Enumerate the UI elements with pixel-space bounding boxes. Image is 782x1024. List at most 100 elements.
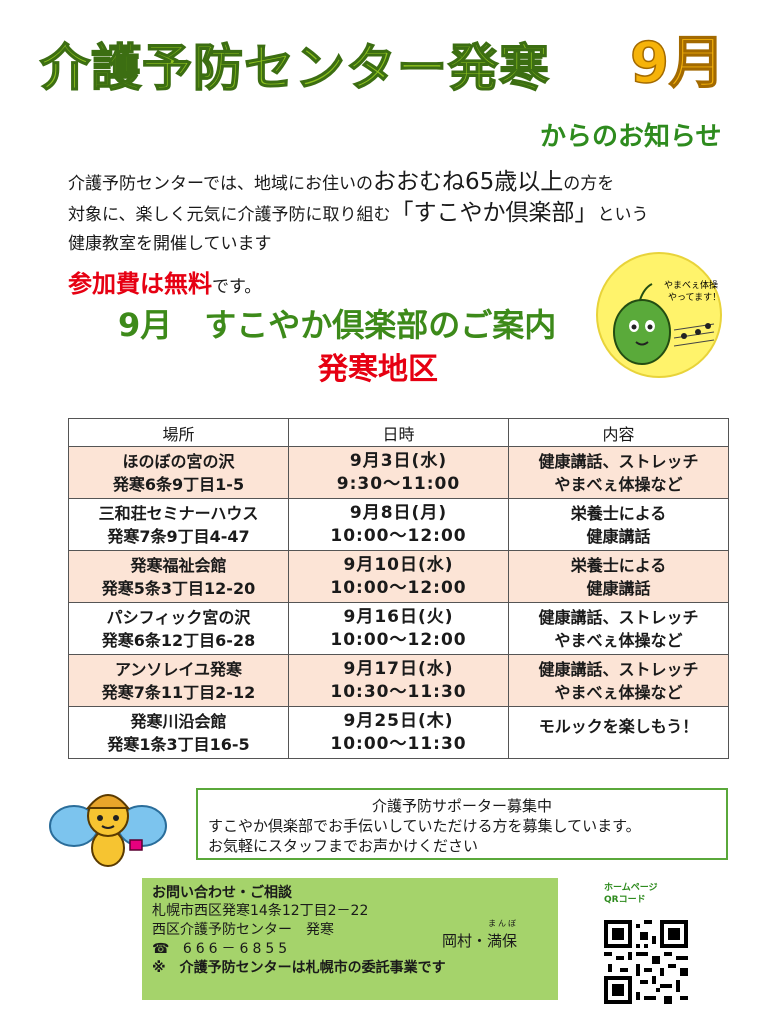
header-datetime: 日時 — [288, 418, 509, 447]
names-ruby: まんぼ — [488, 919, 518, 928]
place-name: 発寒川沿会館 — [130, 711, 227, 731]
qr-label-2: QRコード — [604, 895, 646, 905]
content-line: 栄養士による — [570, 555, 667, 575]
table-row: アンソレイユ発寒発寒7条11丁目2-12 9月17日(水)10:30～11:30… — [68, 654, 729, 707]
place-name: 発寒福祉会館 — [130, 555, 227, 575]
intro-text: という — [597, 205, 649, 225]
table-row: パシフィック宮の沢発寒6条12丁目6-28 9月16日(火)10:00～12:0… — [68, 602, 729, 655]
content-cell: 健康講話、ストレッチやまべぇ体操など — [508, 654, 729, 707]
time-text: 10:00～12:00 — [330, 577, 467, 598]
subtitle: からのお知らせ — [540, 122, 722, 152]
phone-icon: ☎ — [152, 941, 170, 957]
place-cell: ほのぼの宮の沢発寒6条9丁目1-5 — [68, 446, 289, 499]
page-title: 介護予防センター発寒 9月 — [30, 30, 760, 110]
intro-text: の方を — [563, 174, 615, 194]
header-place: 場所 — [68, 418, 289, 447]
contact-address: 札幌市西区発寒14条12丁目2－22 — [152, 903, 369, 919]
place-address: 発寒5条3丁目12-20 — [101, 578, 256, 598]
table-row: 三和荘セミナーハウス発寒7条9丁目4-47 9月8日(月)10:00～12:00… — [68, 498, 729, 551]
datetime-cell: 9月8日(月)10:00～12:00 — [288, 498, 509, 551]
table-header-row: 場所 日時 内容 — [68, 418, 729, 447]
content-line: 健康講話、ストレッチ — [538, 607, 699, 627]
place-address: 発寒6条9丁目1-5 — [112, 474, 245, 494]
date-text: 9月10日(水) — [343, 554, 454, 575]
contact-org: 西区介護予防センター 発寒 — [152, 922, 334, 938]
time-text: 10:00～12:00 — [330, 629, 467, 650]
content-cell: 健康講話、ストレッチやまべぇ体操など — [508, 446, 729, 499]
content-line: 健康講話 — [586, 578, 651, 598]
place-address: 発寒6条12丁目6-28 — [101, 630, 256, 650]
content-line: やまべぇ体操など — [554, 630, 683, 650]
intro-line-3: 健康教室を開催しています — [68, 234, 272, 254]
content-cell: 栄養士による健康講話 — [508, 550, 729, 603]
contact-box: お問い合わせ・ご相談 札幌市西区発寒14条12丁目2－22 西区介護予防センター… — [142, 878, 558, 1000]
time-text: 9:30～11:00 — [336, 473, 461, 494]
place-address: 発寒7条11丁目2-12 — [101, 682, 256, 702]
date-text: 9月17日(水) — [343, 658, 454, 679]
notice-line-2: お気軽にスタッフまでお声かけください — [208, 837, 479, 855]
datetime-cell: 9月3日(水)9:30～11:00 — [288, 446, 509, 499]
mascot-badge-illustration: やまべぇ体操 やってます！ — [596, 252, 722, 378]
content-cell: モルックを楽しもう！ — [508, 706, 729, 759]
table-row: ほのぼの宮の沢発寒6条9丁目1-5 9月3日(水)9:30～11:00 健康講話… — [68, 446, 729, 499]
content-line: やまべぇ体操など — [554, 474, 683, 494]
date-text: 9月16日(火) — [343, 606, 454, 627]
intro-line-1: 介護予防センターでは、地域にお住いのおおむね65歳以上の方を — [68, 168, 718, 199]
notice-line-1: すこやか倶楽部でお手伝いしていただける方を募集しています。 — [208, 817, 641, 835]
time-text: 10:00～11:30 — [330, 733, 467, 754]
content-line: 健康講話、ストレッチ — [538, 659, 699, 679]
contact-heading: お問い合わせ・ご相談 — [152, 885, 292, 901]
place-address: 発寒7条9丁目4-47 — [107, 526, 250, 546]
title-text: 介護予防センター発寒 — [39, 38, 550, 98]
qr-label: ホームページ QRコード — [604, 882, 658, 906]
intro-text: 対象に、楽しく元気に介護予防に取り組む — [68, 205, 391, 225]
badge-text-1: やまべぇ体操 — [664, 279, 718, 291]
content-cell: 健康講話、ストレッチやまべぇ体操など — [508, 602, 729, 655]
time-text: 10:30～11:30 — [330, 681, 467, 702]
place-cell: 発寒川沿会館発寒1条3丁目16-5 — [68, 706, 289, 759]
area-heading: 発寒地区 — [318, 352, 438, 387]
datetime-cell: 9月16日(火)10:00～12:00 — [288, 602, 509, 655]
date-text: 9月25日(木) — [343, 710, 454, 731]
place-name: ほのぼの宮の沢 — [122, 451, 235, 471]
place-cell: 三和荘セミナーハウス発寒7条9丁目4-47 — [68, 498, 289, 551]
content-cell: 栄養士による健康講話 — [508, 498, 729, 551]
place-address: 発寒1条3丁目16-5 — [107, 734, 250, 754]
fee-free-emphasis: 参加費は無料 — [68, 270, 212, 298]
intro-text: 介護予防センターでは、地域にお住いの — [68, 174, 373, 194]
time-text: 10:00～12:00 — [330, 525, 467, 546]
fee-text: です。 — [212, 277, 262, 297]
intro-line-2: 対象に、楽しく元気に介護予防に取り組む「すこやか倶楽部」という — [68, 199, 718, 230]
place-cell: アンソレイユ発寒発寒7条11丁目2-12 — [68, 654, 289, 707]
bee-mascot-illustration — [49, 794, 167, 867]
content-line: 栄養士による — [570, 503, 667, 523]
intro-club-emphasis: 「すこやか倶楽部」 — [390, 200, 598, 226]
fee-notice: 参加費は無料です。 — [68, 264, 261, 299]
supporter-recruitment-box: 介護予防サポーター募集中 すこやか倶楽部でお手伝いしていただける方を募集していま… — [196, 788, 728, 860]
section-heading: 9月 すこやか倶楽部のご案内 — [118, 306, 557, 344]
contact-footnote: ※ 介護予防センターは札幌市の委託事業です — [152, 960, 446, 976]
contact-names: 岡村・満保 — [442, 932, 518, 950]
title-month: 9月 — [629, 31, 725, 97]
date-text: 9月3日(水) — [349, 450, 448, 471]
place-cell: 発寒福祉会館発寒5条3丁目12-20 — [68, 550, 289, 603]
content-line: 健康講話 — [586, 526, 651, 546]
date-text: 9月8日(月) — [349, 502, 448, 523]
contact-phone-row: ☎ 666－6855 — [152, 940, 548, 959]
header-content: 内容 — [508, 418, 729, 447]
qr-label-1: ホームページ — [604, 883, 658, 893]
datetime-cell: 9月10日(水)10:00～12:00 — [288, 550, 509, 603]
content-line: 健康講話、ストレッチ — [538, 451, 699, 471]
schedule-table: 場所 日時 内容 ほのぼの宮の沢発寒6条9丁目1-5 9月3日(水)9:30～1… — [68, 418, 729, 759]
place-name: 三和荘セミナーハウス — [98, 503, 259, 523]
content-line: モルックを楽しもう！ — [538, 717, 699, 736]
table-row: 発寒川沿会館発寒1条3丁目16-5 9月25日(木)10:00～11:30 モル… — [68, 706, 729, 759]
intro-age-emphasis: おおむね65歳以上 — [372, 169, 564, 195]
qr-code-icon[interactable] — [604, 920, 688, 1004]
datetime-cell: 9月17日(水)10:30～11:30 — [288, 654, 509, 707]
place-name: アンソレイユ発寒 — [114, 659, 243, 679]
datetime-cell: 9月25日(木)10:00～11:30 — [288, 706, 509, 759]
badge-text-2: やってます！ — [668, 292, 721, 303]
content-line: やまべぇ体操など — [554, 682, 683, 702]
contact-phone: 666－6855 — [182, 941, 292, 957]
